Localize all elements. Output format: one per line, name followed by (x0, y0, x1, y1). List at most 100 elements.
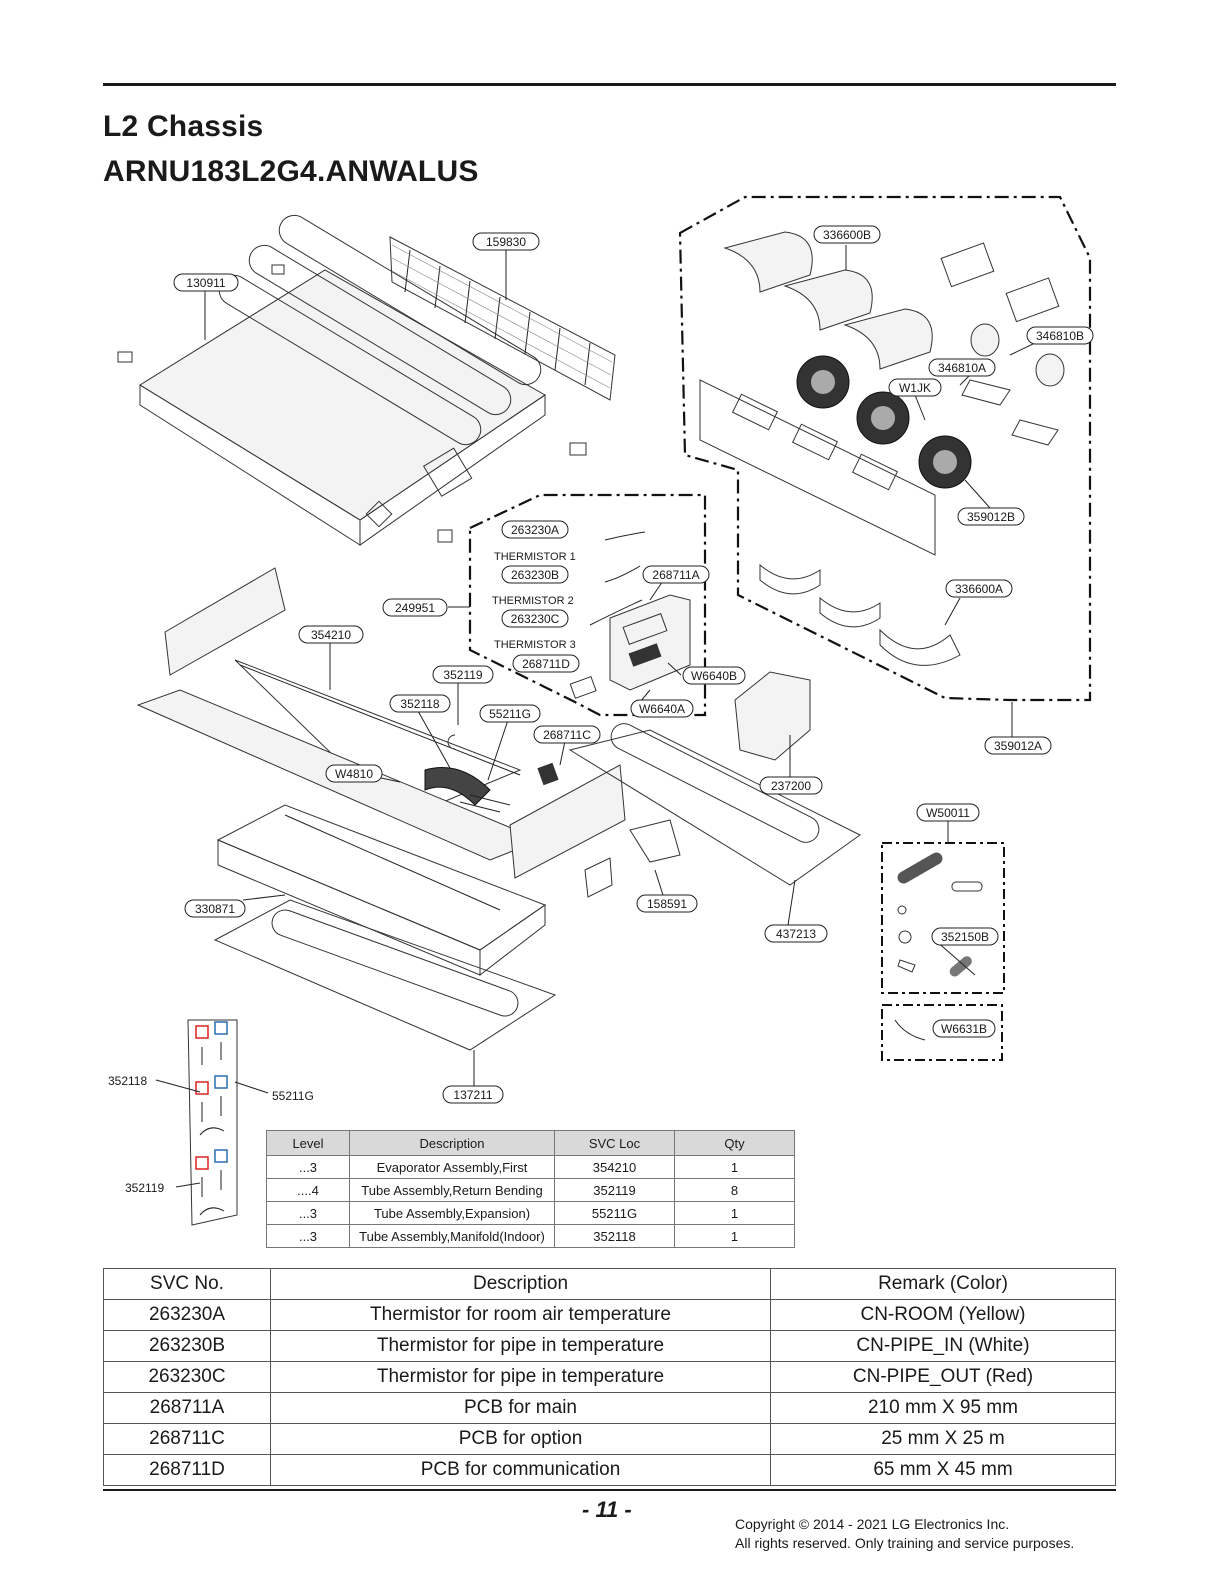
cell-qty: 8 (674, 1178, 795, 1202)
side-panel-part (164, 567, 286, 676)
callout-268711C: 268711C (533, 725, 601, 744)
svg-text:268711D: 268711D (522, 657, 570, 671)
callout-330871: 330871 (184, 899, 246, 918)
svg-text:W6640B: W6640B (691, 669, 737, 683)
cell-description: Thermistor for pipe in temperature (270, 1330, 771, 1362)
cable-part (894, 1019, 926, 1041)
cell-svc-no: 268711C (103, 1423, 271, 1455)
air-filter-part (389, 236, 616, 401)
table-row: ....4 Tube Assembly,Return Bending 35211… (266, 1178, 795, 1202)
blower-housings (723, 231, 1065, 489)
cell-qty: 1 (674, 1224, 795, 1248)
callout-352150B: 352150B (931, 927, 999, 946)
svg-text:352150B: 352150B (941, 930, 989, 944)
cell-svc-loc: 352118 (554, 1224, 675, 1248)
callout-W1JK: W1JK (888, 378, 942, 397)
callout-346810A: 346810A (928, 358, 996, 377)
motor-mount-parts (759, 379, 1059, 666)
thermistor-1-label: THERMISTOR 1 (494, 551, 576, 563)
electric-panel-part (509, 762, 681, 898)
cell-description: Tube Assembly,Return Bending (349, 1178, 555, 1202)
svg-text:W50011: W50011 (926, 806, 970, 820)
callout-55211G: 55211G (479, 704, 541, 723)
cell-level: ....4 (266, 1178, 350, 1202)
callout-336600A: 336600A (945, 579, 1013, 598)
cell-description: Thermistor for pipe in temperature (270, 1361, 771, 1393)
cell-description: Evaporator Assembly,First (349, 1155, 555, 1179)
bottom-plate-part (213, 899, 557, 1051)
callout-263230A: 263230A (501, 520, 569, 539)
col-level: Level (266, 1130, 350, 1156)
cell-qty: 1 (674, 1155, 795, 1179)
top-casing-part (139, 214, 546, 546)
table-row: ...3 Tube Assembly,Manifold(Indoor) 3521… (266, 1224, 795, 1248)
svg-text:359012A: 359012A (994, 739, 1042, 753)
col-description: Description (270, 1268, 771, 1300)
svg-text:W4810: W4810 (335, 767, 373, 781)
callout-352118: 352118 (389, 694, 451, 713)
table-row: 263230B Thermistor for pipe in temperatu… (103, 1330, 1116, 1362)
accessory-parts (897, 852, 983, 977)
callout-336600B: 336600B (813, 225, 881, 244)
svg-text:336600A: 336600A (955, 582, 1003, 596)
cell-svc-no: 263230A (103, 1299, 271, 1331)
blower-assembly-outline (678, 195, 1092, 702)
copyright-line-2: All rights reserved. Only training and s… (735, 1535, 1075, 1551)
callout-159830: 159830 (472, 232, 540, 251)
callout-W4810: W4810 (325, 764, 383, 783)
cell-level: ...3 (266, 1224, 350, 1248)
svg-text:268711A: 268711A (652, 568, 699, 582)
tube-manifold-parts (424, 734, 511, 813)
svg-text:249951: 249951 (395, 601, 435, 615)
top-rule (103, 83, 1116, 86)
svg-text:437213: 437213 (776, 927, 816, 941)
detail-label-55211G: 55211G (272, 1089, 314, 1103)
svg-text:158591: 158591 (647, 897, 687, 911)
bottom-rule (103, 1489, 1116, 1491)
svg-text:130911: 130911 (186, 276, 225, 290)
callout-359012A: 359012A (984, 736, 1052, 755)
callout-W6631B: W6631B (932, 1019, 996, 1038)
detail-label-352118: 352118 (108, 1074, 147, 1088)
callout-268711D: 268711D (512, 654, 580, 673)
cover-part-237200 (734, 671, 811, 761)
svg-text:W1JK: W1JK (899, 381, 931, 395)
callout-437213: 437213 (764, 924, 828, 943)
cell-svc-no: 263230B (103, 1330, 271, 1362)
copyright-line-1: Copyright © 2014 - 2021 LG Electronics I… (735, 1516, 1010, 1532)
cell-remark: 25 mm X 25 m (770, 1423, 1116, 1455)
table-row: 263230C Thermistor for pipe in temperatu… (103, 1361, 1116, 1393)
col-description: Description (349, 1130, 555, 1156)
callout-158591: 158591 (636, 894, 698, 913)
accessory-kit-outline (881, 842, 1005, 994)
blower-base-plate (699, 379, 936, 556)
cable-kit-outline (881, 1004, 1003, 1061)
cell-description: Tube Assembly,Expansion) (349, 1201, 555, 1225)
callout-263230B: 263230B (501, 565, 569, 584)
detail-label-352119: 352119 (125, 1181, 164, 1195)
tube-detail-panel (187, 1019, 238, 1226)
callout-W6640B: W6640B (682, 666, 746, 685)
svg-text:352119: 352119 (443, 668, 482, 682)
callout-237200: 237200 (759, 776, 823, 795)
cell-remark: 210 mm X 95 mm (770, 1392, 1116, 1424)
drain-pan-part (216, 804, 547, 977)
callout-W6640A: W6640A (630, 699, 694, 718)
cell-remark: CN-PIPE_IN (White) (770, 1330, 1116, 1362)
cell-description: Thermistor for room air temperature (270, 1299, 771, 1331)
callout-263230C: 263230C (501, 609, 569, 628)
tube-parts-table: Level Description SVC Loc Qty ...3 Evapo… (266, 1130, 795, 1248)
col-qty: Qty (674, 1130, 795, 1156)
svg-text:336600B: 336600B (823, 228, 871, 242)
table-row: 268711D PCB for communication 65 mm X 45… (103, 1454, 1116, 1486)
table-row: ...3 Tube Assembly,Expansion) 55211G 1 (266, 1201, 795, 1225)
svg-text:137211: 137211 (453, 1088, 492, 1102)
callout-359012B: 359012B (957, 507, 1025, 526)
evaporator-part (136, 659, 542, 861)
cell-level: ...3 (266, 1155, 350, 1179)
control-pcb-parts (569, 531, 691, 699)
cell-remark: CN-PIPE_OUT (Red) (770, 1361, 1116, 1393)
callout-137211: 137211 (442, 1085, 504, 1104)
page-number: - 11 - (582, 1497, 632, 1522)
cell-svc-loc: 55211G (554, 1201, 675, 1225)
